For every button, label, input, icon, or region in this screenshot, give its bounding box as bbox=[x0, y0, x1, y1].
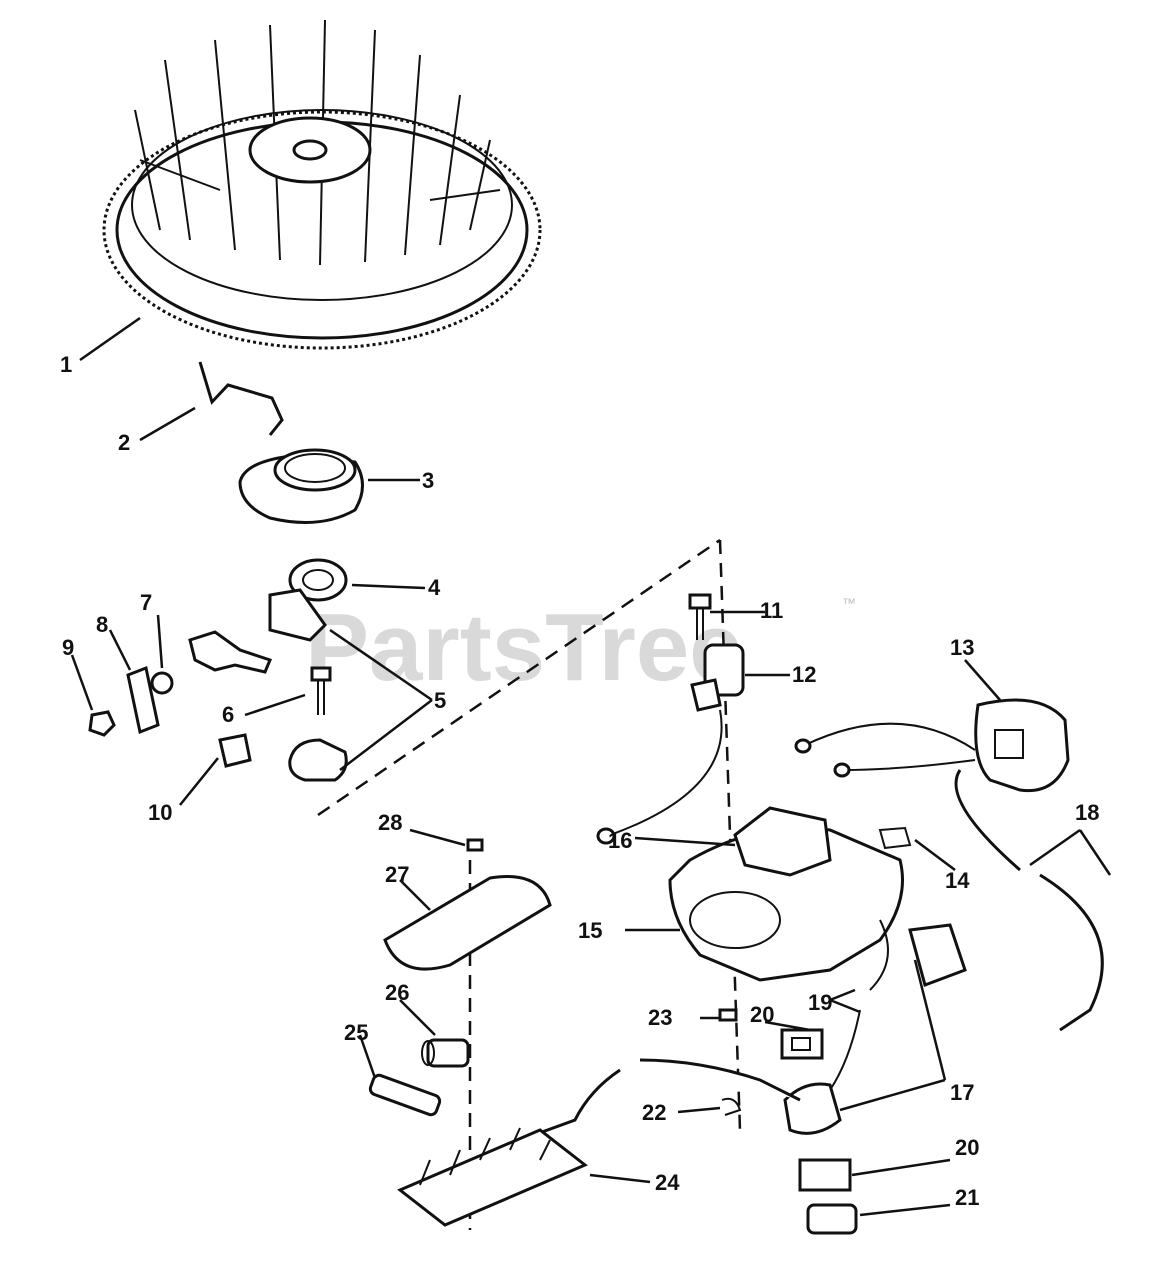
part-condenser[interactable] bbox=[596, 593, 745, 845]
part-spark-plug-wire[interactable] bbox=[954, 769, 1104, 1032]
part-flywheel[interactable] bbox=[102, 19, 542, 350]
callout-21: 21 bbox=[955, 1185, 979, 1210]
part-switch[interactable] bbox=[780, 919, 967, 1135]
callout-13: 13 bbox=[950, 635, 974, 660]
part-screw-23[interactable] bbox=[718, 1008, 738, 1022]
callout-18: 18 bbox=[1075, 800, 1099, 825]
part-clamp-22 bbox=[721, 1097, 742, 1116]
part-ignition-coil[interactable] bbox=[794, 698, 1070, 793]
callout-14: 14 bbox=[945, 868, 970, 893]
callout-15: 15 bbox=[578, 918, 602, 943]
callout-5: 5 bbox=[434, 688, 446, 713]
part-plate-20[interactable] bbox=[798, 1158, 852, 1192]
part-breaker-points[interactable] bbox=[188, 558, 348, 674]
callout-20a: 20 bbox=[750, 1002, 774, 1027]
part-connector[interactable] bbox=[421, 1038, 470, 1068]
callout-6: 6 bbox=[222, 702, 234, 727]
callout-2: 2 bbox=[118, 430, 130, 455]
part-washer[interactable] bbox=[150, 671, 174, 695]
part-nut[interactable] bbox=[88, 710, 116, 737]
callout-3: 3 bbox=[422, 468, 434, 493]
callout-10: 10 bbox=[148, 800, 172, 825]
part-terminal-10[interactable] bbox=[218, 733, 252, 768]
part-screw-28[interactable] bbox=[466, 838, 484, 852]
part-points-base[interactable] bbox=[288, 738, 348, 782]
callout-4: 4 bbox=[428, 575, 441, 600]
alignment-line bbox=[317, 538, 721, 817]
part-harness-wire[interactable] bbox=[519, 1058, 801, 1142]
alignment-line-2 bbox=[718, 539, 742, 1131]
part-fuse[interactable] bbox=[368, 1073, 442, 1117]
callout-11: 11 bbox=[760, 598, 783, 623]
part-cup[interactable] bbox=[238, 448, 364, 524]
watermark: PartsTree bbox=[305, 594, 743, 701]
callout-20b: 20 bbox=[955, 1135, 979, 1160]
callout-22: 22 bbox=[642, 1100, 666, 1125]
callout-16: 16 bbox=[608, 828, 632, 853]
callout-7: 7 bbox=[140, 590, 152, 615]
part-screw-6[interactable] bbox=[310, 666, 332, 715]
callout-26: 26 bbox=[385, 980, 409, 1005]
callout-1: 1 bbox=[60, 352, 72, 377]
callout-23: 23 bbox=[648, 1005, 672, 1030]
part-terminal-board[interactable] bbox=[397, 1127, 588, 1227]
callout-27: 27 bbox=[385, 862, 409, 887]
callout-24: 24 bbox=[655, 1170, 680, 1195]
part-stator-housing[interactable] bbox=[668, 806, 904, 982]
watermark-trademark: ™ bbox=[842, 595, 856, 611]
callout-9: 9 bbox=[62, 635, 74, 660]
part-cover[interactable] bbox=[383, 875, 552, 971]
part-gasket[interactable] bbox=[806, 1203, 858, 1235]
callout-19: 19 bbox=[808, 990, 832, 1015]
leader-lines bbox=[70, 316, 1112, 1217]
callout-17: 17 bbox=[950, 1080, 974, 1105]
callout-8: 8 bbox=[96, 612, 108, 637]
part-plate-8[interactable] bbox=[126, 665, 160, 735]
part-14[interactable] bbox=[878, 826, 912, 850]
callout-25: 25 bbox=[344, 1020, 368, 1045]
callout-28: 28 bbox=[378, 810, 402, 835]
part-spring-clip[interactable] bbox=[198, 361, 284, 436]
callout-12: 12 bbox=[792, 662, 816, 687]
